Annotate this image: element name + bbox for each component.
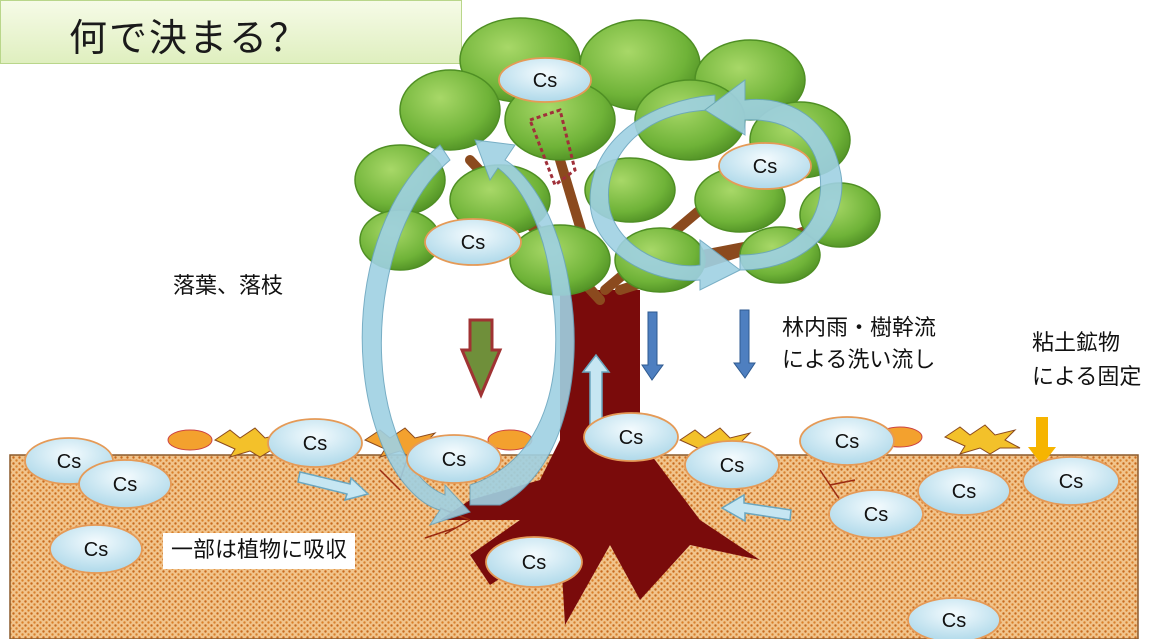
throughfall-label-line1: 林内雨・樹幹流 <box>782 316 937 341</box>
cs-label: Cs <box>461 232 485 254</box>
cs-particle <box>485 536 583 588</box>
cs-particle <box>1022 456 1120 506</box>
cs-label: Cs <box>84 539 108 561</box>
cs-particle <box>406 434 502 484</box>
litterfall-label: 落葉、落枝 <box>173 274 284 299</box>
soil-flow-arrow-left <box>297 471 370 502</box>
absorption-label: 一部は植物に吸収 <box>163 533 356 569</box>
cs-particle <box>907 597 1001 639</box>
cs-particle <box>828 489 924 539</box>
cs-label: Cs <box>619 427 643 449</box>
cs-label: Cs <box>952 481 976 503</box>
canopy-cycle-arrow <box>589 79 843 291</box>
cs-particle <box>424 218 522 266</box>
cs-particle <box>799 416 895 466</box>
cesium-labels: Cs Cs Cs Cs Cs Cs Cs Cs Cs Cs Cs Cs Cs C… <box>57 70 1083 632</box>
cs-particle <box>583 412 679 462</box>
tree-foliage <box>354 17 881 296</box>
cs-label: Cs <box>522 552 546 574</box>
litter-uptake-cycle-arrow <box>361 139 575 526</box>
cs-label: Cs <box>753 156 777 178</box>
cs-particle <box>78 459 172 509</box>
litterfall-arrow <box>459 318 503 399</box>
cs-label: Cs <box>720 455 744 477</box>
clay-label-line1: 粘土鉱物 <box>1032 331 1121 356</box>
falling-leaf-outline <box>528 108 577 188</box>
cs-label: Cs <box>1059 471 1083 493</box>
cs-label: Cs <box>533 70 557 92</box>
cs-label: Cs <box>942 610 966 632</box>
cs-particle <box>498 57 592 103</box>
throughfall-arrow-1 <box>641 311 664 381</box>
title-banner: 何で決まる？ <box>0 0 462 64</box>
soil-flow-arrow-right <box>720 493 792 523</box>
cs-label: Cs <box>303 433 327 455</box>
page-title: 何で決まる？ <box>69 16 310 60</box>
cs-particle <box>267 418 363 468</box>
cs-label: Cs <box>835 431 859 453</box>
cs-particle <box>684 440 780 490</box>
cs-label: Cs <box>57 451 81 473</box>
cs-particle <box>917 466 1011 516</box>
cs-label: Cs <box>442 449 466 471</box>
cesium-particles <box>24 57 1120 639</box>
cs-label: Cs <box>113 474 137 496</box>
throughfall-arrow-2 <box>733 309 756 379</box>
throughfall-label-line2: による洗い流し <box>782 348 936 373</box>
clay-label-line2: による固定 <box>1032 365 1142 390</box>
clay-fixation-arrow <box>1028 417 1056 465</box>
cs-particle <box>718 142 812 190</box>
cs-particle <box>49 524 143 574</box>
cs-label: Cs <box>864 504 888 526</box>
root-uptake-arrow <box>581 353 611 426</box>
